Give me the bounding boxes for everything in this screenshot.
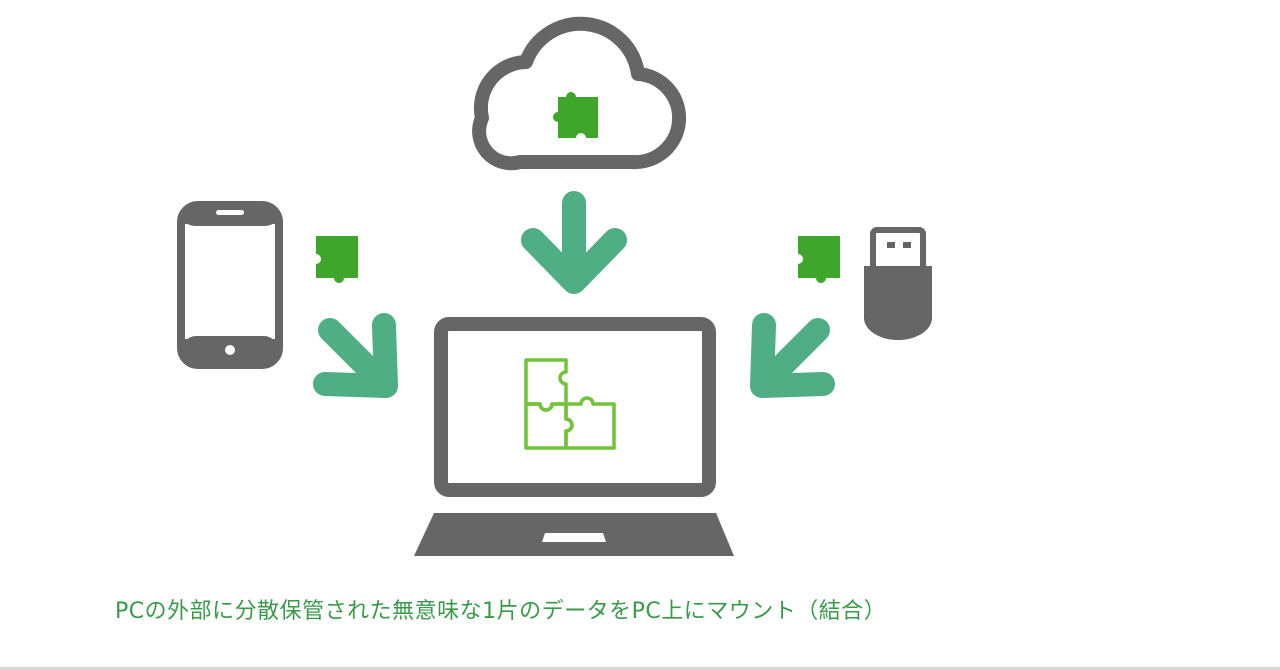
diagram-caption: PCの外部に分散保管された無意味な1片のデータをPC上にマウント（結合） [115,599,887,624]
smartphone-icon [177,201,283,369]
cloud-arrow-icon [521,191,627,294]
phone-puzzle-piece-icon [316,236,358,283]
usb-arrow-icon [750,313,835,398]
laptop-icon [414,317,734,556]
cloud-icon [472,16,687,171]
phone-arrow-icon [313,313,398,398]
usb-drive-icon [864,227,932,340]
cloud-puzzle-piece-icon [553,92,598,138]
assembled-puzzle-icon [524,358,616,450]
usb-puzzle-piece-icon [798,236,840,283]
bottom-divider [0,667,1280,670]
